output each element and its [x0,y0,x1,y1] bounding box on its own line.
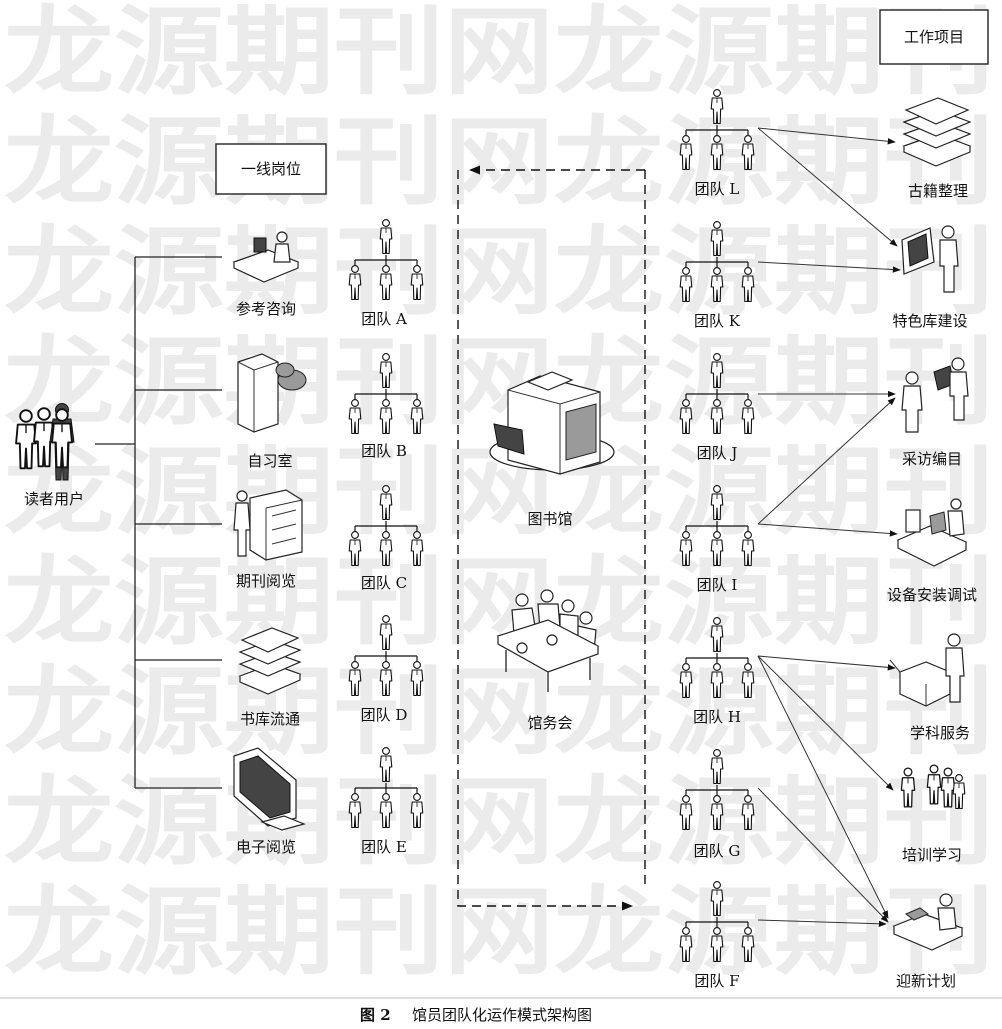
team-label: 团队 A [361,310,407,328]
team-g: 团队 G [680,750,754,860]
post-ereading: 电子阅览 [233,747,306,856]
project-training: 培训学习 [900,764,966,864]
project-label: 采访编目 [902,450,962,468]
post-stack: 书库流通 [238,627,302,728]
team-label: 团队 L [695,180,740,198]
library-building-icon [489,371,615,475]
reader-users-icon [14,403,75,481]
team-label: 团队 G [694,842,741,860]
team-l: 团队 L [680,90,754,198]
project-label: 迎新计划 [896,972,956,990]
team-label: 团队 I [697,576,738,594]
project-equip: 设备安装调试 [887,498,977,604]
team-i: 团队 I [680,486,754,594]
team-label: 团队 D [361,706,408,724]
team-e: 团队 E [349,748,423,856]
projects-box-label: 工作项目 [904,28,964,46]
watermark-row: 龙源期刊网龙源期刊 [4,766,994,878]
paper-stack-icon [902,97,972,167]
team-label: 团队 C [361,574,407,592]
project-featured: 特色库建设 [892,225,968,330]
frontline-box-label: 一线岗位 [241,160,301,178]
shelf-reader-icon [233,489,303,561]
reader-users-label: 读者用户 [24,490,84,508]
team-label: 团队 E [361,838,407,856]
presenter-icon [901,225,959,293]
open-box-icon [889,633,965,707]
watermark-row: 龙源期刊网龙源期刊 [4,0,994,108]
post-label: 自习室 [247,452,292,470]
post-label: 电子阅览 [236,838,296,856]
meeting-table-icon [496,589,600,692]
project-acq: 采访编目 [901,357,969,468]
post-study: 自习室 [237,353,307,470]
user-connectors [95,256,222,789]
monitor-icon [233,747,306,831]
project-ancient: 古籍整理 [902,97,972,200]
post-label: 参考咨询 [236,300,296,318]
post-label: 书库流通 [240,710,300,728]
project-newcomer: 迎新计划 [892,893,964,990]
watermark-row: 龙源期刊网龙源期刊 [4,106,994,218]
book-stack-icon [238,627,302,695]
council-label: 馆务会 [527,714,572,732]
post-label: 期刊阅览 [236,572,296,590]
team-k: 团队 K [680,222,754,330]
team-label: 团队 H [693,708,741,726]
team-a: 团队 A [349,220,423,328]
team-label: 团队 J [697,444,738,462]
team-label: 团队 K [694,312,741,330]
workbench-icon [896,498,968,567]
watermark-row: 龙源期刊网龙源期刊 [4,326,994,438]
team-f: 团队 F [680,882,754,990]
council-node: 馆务会 [496,589,600,732]
team-label: 团队 F [694,972,739,990]
project-label: 特色库建设 [892,312,967,330]
handover-icon [901,357,969,433]
server-room-icon [237,353,307,433]
watermark-row: 龙源期刊网龙源期刊 [4,876,994,988]
library-node: 图书馆 [489,371,615,528]
project-label: 设备安装调试 [887,586,977,604]
watermark-row: 龙源期刊网龙源期刊 [4,656,994,768]
team-j: 团队 J [680,354,754,462]
team-label: 团队 B [361,442,407,460]
desk-worker-icon [892,893,964,951]
project-arrows [757,127,901,927]
project-label: 学科服务 [910,724,970,742]
post-periodical: 期刊阅览 [233,489,303,590]
figure-title: 馆员团队化运作模式架构图 [412,1006,592,1024]
watermark-row: 龙源期刊网龙源期刊 [4,216,994,328]
team-h: 团队 H [680,618,754,726]
project-subject: 学科服务 [889,633,970,742]
reference-desk-icon [232,231,300,283]
team-d: 团队 D [349,616,423,724]
library-label: 图书馆 [527,510,572,528]
team-c: 团队 C [349,486,423,592]
post-reference: 参考咨询 [232,231,300,318]
project-label: 培训学习 [902,846,962,864]
team-b: 团队 B [349,354,423,460]
project-label: 古籍整理 [908,182,968,200]
watermark-layer: 龙源期刊网龙源期刊龙源期刊网龙源期刊龙源期刊网龙源期刊龙源期刊网龙源期刊龙源期刊… [4,0,994,988]
figure-number: 图 2 [360,1006,391,1024]
management-loop [457,165,646,911]
